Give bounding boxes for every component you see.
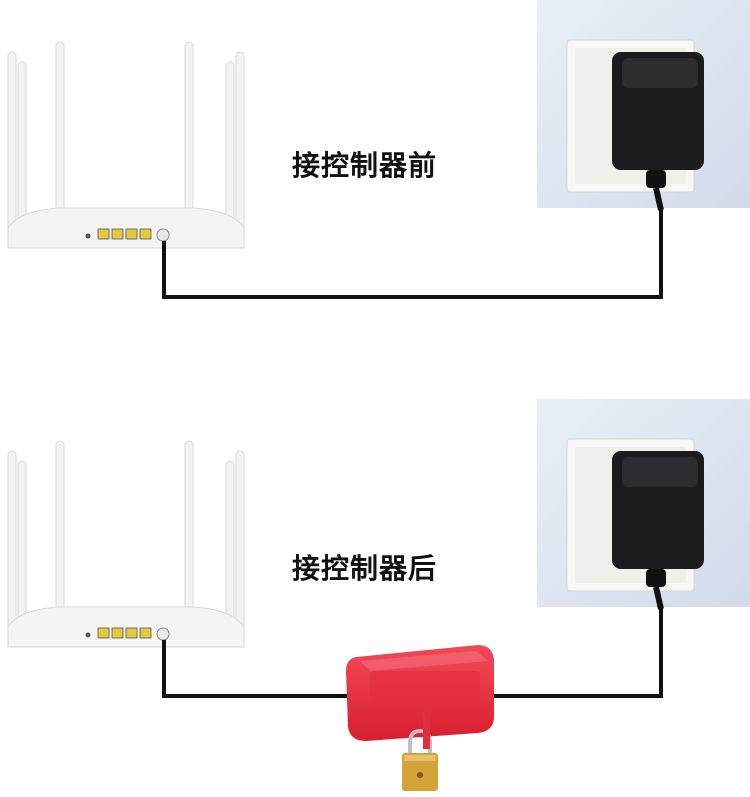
wifi-router [8,441,244,647]
panel-before-illustration [0,0,750,398]
caption-after: 接控制器后 [292,547,437,587]
panel-after-illustration [0,399,750,797]
lockout-controller-box [346,645,494,741]
panel-before: 接控制器前 [0,0,750,398]
wall-socket-with-power-adapter [537,399,750,609]
wall-socket-with-power-adapter [537,0,750,210]
caption-before: 接控制器前 [292,144,437,184]
panel-after: 接控制器后 [0,399,750,797]
wifi-router [8,42,244,248]
